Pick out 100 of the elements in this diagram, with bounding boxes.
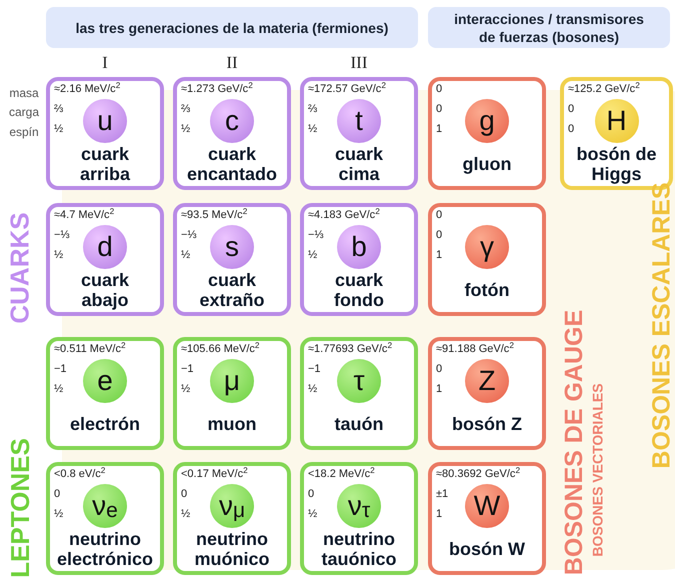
particle-name: cuark extraño xyxy=(198,270,266,310)
header-band xyxy=(46,7,418,48)
particle-symbol: c xyxy=(210,99,254,143)
mass-value: ≈80.3692 GeV/c$^{2}$ xyxy=(436,468,520,482)
charge-value: 0 xyxy=(568,103,574,117)
charge-value: ±1 xyxy=(436,488,448,502)
particle-symbol: d xyxy=(83,225,127,269)
mass-value: ≈1.77693 GeV/c$^{2}$ xyxy=(308,343,392,357)
particle-card xyxy=(428,77,546,190)
charge-value: 0 xyxy=(308,488,314,502)
particle-symbol: H xyxy=(594,99,638,143)
mass-value: ≈4.7 MeV/c$^{2}$ xyxy=(54,209,114,223)
subgroup-label: BOSONES VECTORIALES xyxy=(591,383,605,557)
charge-value: 0 xyxy=(436,363,442,377)
particle-name: cuark encantado xyxy=(186,144,278,184)
particle-card xyxy=(428,462,546,575)
mass-value: 0 xyxy=(436,209,442,223)
particle-card xyxy=(173,77,291,190)
particle-card xyxy=(300,462,418,575)
spin-value: ½ xyxy=(308,508,318,522)
spin-value: 0 xyxy=(568,123,574,137)
particle-symbol: s xyxy=(210,225,254,269)
charge-value: 0 xyxy=(181,488,188,502)
spin-value: ½ xyxy=(181,123,190,137)
particle-symbol: μ xyxy=(210,359,254,403)
generation-label: III xyxy=(350,54,368,70)
mass-value: ≈2.16 MeV/c$^{2}$ xyxy=(54,83,120,97)
particle-name: fotón xyxy=(464,280,510,300)
particle-symbol: e xyxy=(83,359,127,403)
particle-name: tauón xyxy=(334,414,384,434)
charge-value: 0 xyxy=(54,488,60,502)
particle-symbol: ν$_{μ}$ xyxy=(210,484,254,528)
particle-name: bosón W xyxy=(448,538,526,558)
mass-value: ≈105.66 MeV/c$^{2}$ xyxy=(181,343,260,357)
charge-value: −⅓ xyxy=(181,229,197,243)
particle-name: muon xyxy=(206,414,258,434)
particle-card xyxy=(46,77,164,190)
header-text: las tres generaciones de la materia (fermiones) xyxy=(76,18,388,36)
particle-name: electrón xyxy=(68,414,142,434)
mass-value: ≈93.5 MeV/c$^{2}$ xyxy=(181,209,248,223)
charge-value: −1 xyxy=(308,363,321,377)
particle-name: bosón Z xyxy=(451,414,523,434)
group-label: LEPTONES xyxy=(7,438,33,578)
particle-card xyxy=(173,337,291,450)
particle-symbol: W xyxy=(465,484,509,528)
spin-value: ½ xyxy=(54,383,64,397)
particle-card xyxy=(173,462,291,575)
charge-value: 0 xyxy=(436,229,442,243)
particle-symbol: t xyxy=(337,99,381,143)
particle-card xyxy=(46,203,164,316)
spin-value: ½ xyxy=(181,249,190,263)
mass-value: <0.8 eV/c$^{2}$ xyxy=(54,468,106,482)
particle-card xyxy=(173,203,291,316)
particle-symbol: γ xyxy=(465,225,509,269)
particle-symbol: b xyxy=(337,225,381,269)
group-label: CUARKS xyxy=(7,212,33,324)
spin-value: 1 xyxy=(436,249,442,263)
particle-card xyxy=(428,203,546,316)
group-label: BOSONES ESCALARES xyxy=(650,182,674,468)
spin-value: ½ xyxy=(181,508,190,522)
mass-value: 0 xyxy=(436,83,442,97)
particle-name: neutrino muónico xyxy=(194,528,270,568)
spin-value: 1 xyxy=(436,383,442,397)
particle-card xyxy=(428,337,546,450)
particle-symbol: u xyxy=(83,99,127,143)
charge-value: ⅔ xyxy=(308,103,318,117)
particle-name: cuark cima xyxy=(334,144,384,184)
spin-value: ½ xyxy=(54,123,64,137)
charge-value: 0 xyxy=(436,103,442,117)
charge-value: ⅔ xyxy=(54,103,64,117)
spin-value: ½ xyxy=(181,383,190,397)
particle-symbol: τ xyxy=(337,359,381,403)
spin-value: ½ xyxy=(54,508,64,522)
mass-value: ≈125.2 GeV/c$^{2}$ xyxy=(568,83,640,97)
mass-value: <0.17 MeV/c$^{2}$ xyxy=(181,468,248,482)
charge-value: −⅓ xyxy=(308,229,324,243)
spin-value: 1 xyxy=(436,123,442,137)
mass-value: ≈4.183 GeV/c$^{2}$ xyxy=(308,209,380,223)
header-band xyxy=(428,7,670,48)
particle-symbol: ν$_{τ}$ xyxy=(337,484,381,528)
spin-value: ½ xyxy=(308,123,318,137)
particle-card xyxy=(46,462,164,575)
charge-value: ⅔ xyxy=(181,103,190,117)
charge-value: −⅓ xyxy=(54,229,70,243)
particle-card xyxy=(300,203,418,316)
particle-name: bosón de Higgs xyxy=(576,144,656,184)
particle-name: cuark fondo xyxy=(333,270,385,310)
particle-symbol: Z xyxy=(465,359,509,403)
generation-label: I xyxy=(102,54,108,70)
group-label: BOSONES DE GAUGE xyxy=(562,309,588,575)
particle-name: neutrino tauónico xyxy=(320,528,398,568)
spin-value: 1 xyxy=(436,508,442,522)
particle-card xyxy=(300,77,418,190)
generation-label: II xyxy=(226,54,238,70)
particle-name: cuark abajo xyxy=(80,270,130,310)
particle-name: neutrino electrónico xyxy=(56,528,154,568)
charge-value: −1 xyxy=(181,363,194,377)
mass-value: ≈0.511 MeV/c$^{2}$ xyxy=(54,343,126,357)
particle-symbol: ν$_{e}$ xyxy=(83,484,127,528)
mass-value: ≈172.57 GeV/c$^{2}$ xyxy=(308,83,386,97)
